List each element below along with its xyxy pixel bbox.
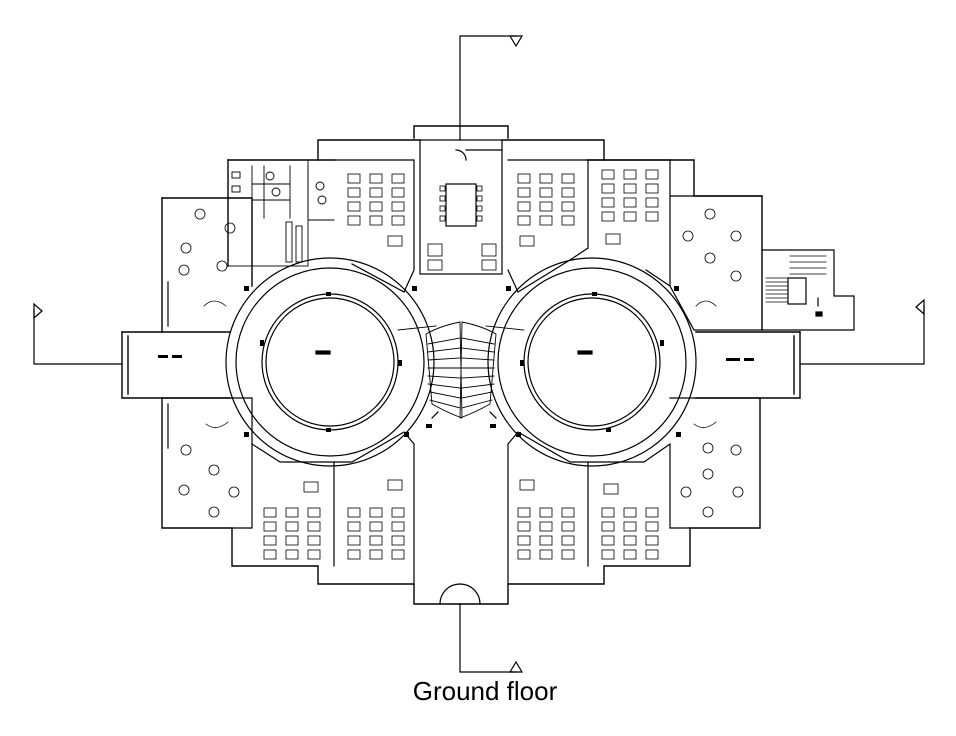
classroom-walls <box>161 159 763 585</box>
section-marker-bottom <box>459 603 524 673</box>
central-stairs <box>397 321 525 419</box>
meeting-room <box>419 139 503 275</box>
stair-arrows <box>431 411 497 419</box>
drawing-title: Ground floor <box>412 676 558 706</box>
round-tables <box>178 208 744 518</box>
entrance-doors <box>439 583 481 605</box>
columns <box>158 286 754 437</box>
section-marker-top <box>459 35 524 141</box>
left-atrium <box>225 257 435 467</box>
toilet-block <box>227 159 335 267</box>
desk-grids <box>263 169 659 560</box>
right-atrium <box>487 257 697 467</box>
section-marker-left <box>33 302 123 365</box>
stair-annex <box>761 249 855 331</box>
section-marker-right <box>799 298 925 365</box>
